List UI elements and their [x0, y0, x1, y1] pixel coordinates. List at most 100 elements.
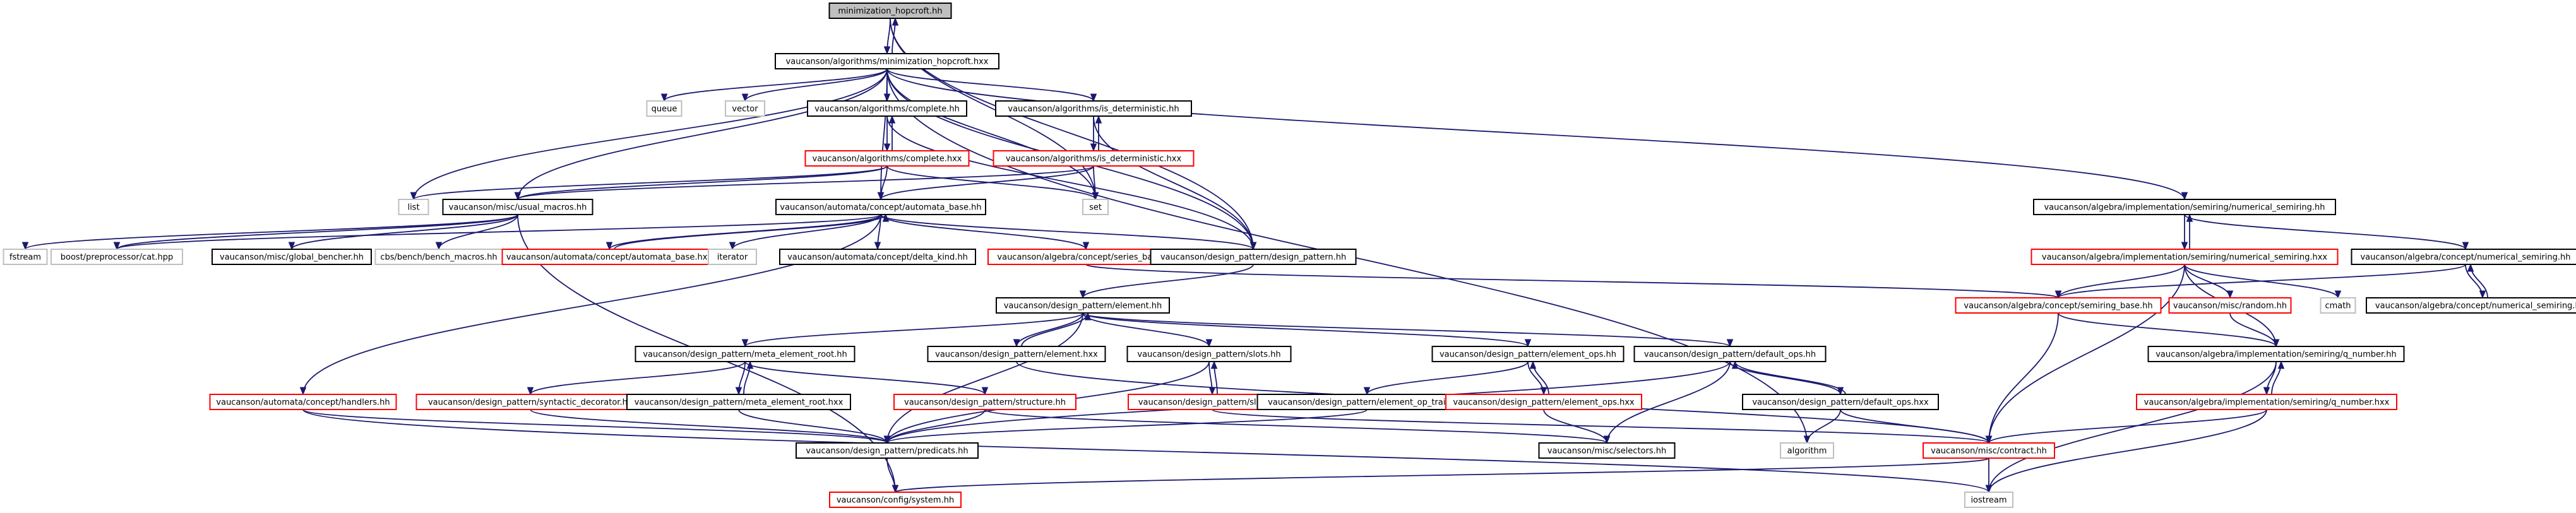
node-vaucanson-design-pattern-syntactic-decorator-hh[interactable]: vaucanson/design_pattern/syntactic_decor…: [415, 394, 645, 410]
node-vaucanson-design-pattern-element-op-traits-hh[interactable]: vaucanson/design_pattern/element_op_trai…: [1256, 394, 1477, 410]
node-vaucanson-algorithms-is-deterministic-hxx[interactable]: vaucanson/algorithms/is_deterministic.hx…: [993, 150, 1195, 167]
dependency-edge: [1366, 361, 1529, 395]
dependency-edge: [1082, 312, 1210, 347]
edge-arrowhead: [1208, 387, 1216, 396]
dependency-edge: [1988, 409, 2267, 493]
node-list: list: [398, 199, 429, 215]
node-label: vaucanson/algebra/concept/numerical_semi…: [2360, 253, 2570, 262]
dependency-edge: [984, 409, 1607, 444]
node-vaucanson-algebra-implementation-semiring-q-number-hxx[interactable]: vaucanson/algebra/implementation/semirin…: [2136, 394, 2397, 410]
dependency-edge: [2184, 214, 2466, 250]
edge-arrowhead: [410, 192, 417, 201]
edge-arrowhead: [2462, 242, 2469, 251]
edge-arrowhead: [1205, 339, 1213, 348]
node-box: [775, 199, 986, 215]
node-box: [51, 249, 183, 265]
node-vaucanson-design-pattern-element-ops-hh[interactable]: vaucanson/design_pattern/element_ops.hh: [1431, 346, 1625, 362]
node-vaucanson-design-pattern-element-ops-hxx[interactable]: vaucanson/design_pattern/element_ops.hxx: [1445, 394, 1642, 410]
node-label: iterator: [717, 253, 748, 262]
node-vaucanson-automata-concept-delta-kind-hh[interactable]: vaucanson/automata/concept/delta_kind.hh: [779, 249, 976, 265]
file-nodes: minimization_hopcroft.hh vaucanson/algori…: [3, 3, 2576, 508]
node-label: list: [407, 203, 419, 213]
node-vaucanson-algebra-concept-numerical-semiring-hxx[interactable]: vaucanson/algebra/concept/numerical_semi…: [2366, 297, 2576, 314]
node-box: [779, 249, 976, 265]
dependency-edge: [530, 361, 746, 395]
dependency-edge: [1988, 312, 2059, 444]
node-label: vaucanson/config/system.hh: [837, 496, 954, 505]
dependency-edge: [886, 68, 2185, 200]
node-label: vaucanson/algebra/concept/series_base.hh: [997, 253, 1174, 262]
node-label: vaucanson/algebra/implementation/semirin…: [2156, 350, 2397, 360]
node-label: vaucanson/misc/global_bencher.hh: [220, 253, 364, 262]
dependency-edge: [116, 214, 881, 250]
edge-arrowhead: [735, 387, 742, 396]
node-label: vaucanson/algebra/concept/semiring_base.…: [1964, 302, 2152, 311]
node-vaucanson-design-pattern-slots-hh[interactable]: vaucanson/design_pattern/slots.hh: [1126, 346, 1292, 362]
dependency-edge: [2465, 264, 2483, 298]
edge-arrowhead: [2263, 387, 2270, 396]
node-label: boost/preprocessor/cat.hpp: [61, 253, 173, 262]
node-iostream: iostream: [1964, 492, 2013, 508]
node-vaucanson-config-system-hh[interactable]: vaucanson/config/system.hh: [829, 492, 962, 508]
node-vaucanson-algorithms-complete-hh[interactable]: vaucanson/algorithms/complete.hh: [807, 100, 967, 117]
node-vaucanson-design-pattern-default-ops-hh[interactable]: vaucanson/design_pattern/default_ops.hh: [1633, 346, 1827, 362]
node-vaucanson-design-pattern-element-hh[interactable]: vaucanson/design_pattern/element.hh: [996, 297, 1170, 314]
node-vaucanson-algebra-implementation-semiring-numerical-semiring-hxx[interactable]: vaucanson/algebra/implementation/semirin…: [2030, 249, 2339, 265]
node-vaucanson-misc-global-bencher-hh[interactable]: vaucanson/misc/global_bencher.hh: [212, 249, 372, 265]
node-box: [1964, 492, 2013, 508]
edge-arrowhead: [514, 192, 522, 201]
node-vaucanson-algorithms-minimization-hopcroft-hxx[interactable]: vaucanson/algorithms/minimization_hopcro…: [775, 53, 999, 69]
node-vaucanson-algorithms-is-deterministic-hh[interactable]: vaucanson/algorithms/is_deterministic.hh: [995, 100, 1192, 117]
edge-arrowhead: [891, 485, 899, 493]
edge-arrowhead: [1013, 339, 1020, 348]
node-label: vaucanson/design_pattern/slots.hh: [1137, 350, 1280, 360]
node-label: vaucanson/algorithms/complete.hh: [814, 105, 960, 114]
node-vaucanson-algebra-concept-semiring-base-hh[interactable]: vaucanson/algebra/concept/semiring_base.…: [1955, 297, 2162, 314]
node-vaucanson-algebra-implementation-semiring-q-number-hh[interactable]: vaucanson/algebra/implementation/semirin…: [2147, 346, 2405, 362]
node-vaucanson-design-pattern-default-ops-hxx[interactable]: vaucanson/design_pattern/default_ops.hxx: [1742, 394, 1939, 410]
dependency-edge: [1840, 409, 1989, 444]
node-vaucanson-algebra-implementation-semiring-numerical-semiring-hh[interactable]: vaucanson/algebra/implementation/semirin…: [2033, 199, 2336, 215]
dependency-edge: [1082, 312, 1529, 347]
dependency-edge: [2470, 264, 2488, 298]
edge-arrowhead: [605, 242, 613, 251]
node-label: vaucanson/design_pattern/design_pattern.…: [1160, 253, 1346, 262]
node-vaucanson-design-pattern-element-hxx[interactable]: vaucanson/design_pattern/element.hxx: [927, 346, 1106, 362]
node-vaucanson-algebra-concept-numerical-semiring-hh[interactable]: vaucanson/algebra/concept/numerical_semi…: [2351, 249, 2576, 265]
node-label: vaucanson/design_pattern/element.hh: [1004, 302, 1162, 311]
dependency-edge: [664, 68, 888, 102]
node-vaucanson-misc-usual-macros-hh[interactable]: vaucanson/misc/usual_macros.hh: [442, 199, 593, 215]
dependency-edge: [886, 68, 1096, 200]
node-label: vaucanson/design_pattern/meta_element_ro…: [635, 398, 844, 408]
node-box: [2030, 249, 2339, 265]
node-vaucanson-misc-random-hh[interactable]: vaucanson/misc/random.hh: [2168, 297, 2292, 314]
node-vaucanson-misc-selectors-hh[interactable]: vaucanson/misc/selectors.hh: [1538, 442, 1676, 459]
node-vaucanson-design-pattern-predicats-hh[interactable]: vaucanson/design_pattern/predicats.hh: [796, 442, 979, 459]
node-box: [1445, 394, 1642, 410]
node-box: [708, 249, 757, 265]
node-vaucanson-design-pattern-structure-hh[interactable]: vaucanson/design_pattern/structure.hh: [893, 394, 1076, 410]
node-label: vaucanson/design_pattern/predicats.hh: [806, 447, 968, 456]
edge-arrowhead: [883, 435, 891, 444]
node-label: vaucanson/algebra/implementation/semirin…: [2144, 398, 2390, 408]
node-vaucanson-automata-concept-automata-base-hh[interactable]: vaucanson/automata/concept/automata_base…: [775, 199, 986, 215]
dependency-edge: [886, 68, 1094, 102]
node-vaucanson-misc-contract-hh[interactable]: vaucanson/misc/contract.hh: [1923, 442, 2055, 459]
edge-arrowhead: [2181, 192, 2188, 201]
dependency-edge: [1988, 361, 2277, 493]
edge-arrowhead: [877, 192, 885, 201]
node-vaucanson-automata-concept-handlers-hh[interactable]: vaucanson/automata/concept/handlers.hh: [209, 394, 397, 410]
node-box: [3, 249, 48, 265]
edge-arrowhead: [2272, 339, 2280, 348]
node-vaucanson-automata-concept-automata-base-hxx[interactable]: vaucanson/automata/concept/automata_base…: [501, 249, 717, 265]
edge-arrowhead: [1092, 192, 1099, 201]
edge-arrowhead: [2334, 290, 2342, 299]
node-vaucanson-design-pattern-design-pattern-hh[interactable]: vaucanson/design_pattern/design_pattern.…: [1150, 249, 1357, 265]
node-label: vaucanson/algorithms/is_deterministic.hx…: [1006, 155, 1182, 164]
node-vaucanson-design-pattern-meta-element-root-hxx[interactable]: vaucanson/design_pattern/meta_element_ro…: [626, 394, 851, 410]
node-vaucanson-design-pattern-meta-element-root-hh[interactable]: vaucanson/design_pattern/meta_element_ro…: [635, 346, 856, 362]
node-box: [1742, 394, 1939, 410]
dependency-edge: [744, 312, 1083, 347]
node-minimization-hopcroft-hh[interactable]: minimization_hopcroft.hh: [828, 3, 952, 19]
node-vaucanson-algorithms-complete-hxx[interactable]: vaucanson/algorithms/complete.hxx: [804, 150, 970, 167]
